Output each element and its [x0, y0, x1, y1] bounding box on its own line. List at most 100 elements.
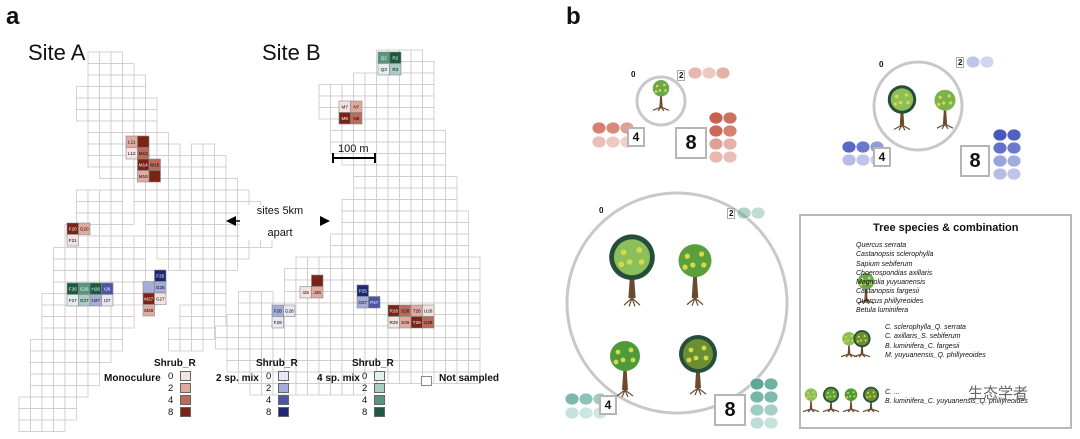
site-b-cell	[295, 302, 308, 315]
site-a-cell	[133, 201, 146, 214]
circle-mix2-label-8: 8	[960, 145, 990, 177]
site-a-cell	[64, 270, 77, 283]
site-a-cell	[179, 166, 192, 179]
site-a-cell	[53, 327, 66, 340]
site-b-cell	[284, 325, 297, 338]
site-a-cell	[122, 109, 135, 122]
site-b-cell	[399, 187, 412, 200]
site-a-grid	[18, 51, 273, 432]
site-b-cell	[422, 268, 435, 281]
tree-icon	[822, 386, 840, 413]
site-a-cell	[179, 316, 192, 329]
shrub-legend: Shrub_R Shrub_R Shrub_R Monoculure 2 sp.…	[100, 358, 520, 428]
site-a-cell	[225, 189, 238, 202]
site-a-cell	[168, 258, 181, 271]
site-a-cell	[18, 408, 31, 421]
site-a-cell	[99, 224, 112, 237]
plot-label: I25	[303, 290, 310, 295]
plot-label: F29	[274, 320, 282, 325]
site-b-cell	[410, 268, 423, 281]
site-b-cell	[318, 107, 331, 120]
legend-swatch	[374, 383, 385, 394]
site-a-cell	[87, 339, 100, 352]
site-a-cell	[87, 362, 100, 375]
legend-level-mix4: 0	[362, 371, 385, 382]
site-b-cell	[376, 84, 389, 97]
legend-level-mix2: 0	[266, 371, 289, 382]
site-b-cell	[433, 141, 446, 154]
site-a-cell	[122, 120, 135, 133]
site-a-cell	[202, 155, 215, 168]
plot-cell	[283, 304, 296, 317]
site-a-cell	[87, 143, 100, 156]
site-a-cell	[99, 74, 112, 87]
site-b-cell	[456, 256, 469, 269]
site-a-cell	[87, 327, 100, 340]
plot-cell	[78, 222, 91, 235]
species-name: C. ...	[885, 389, 900, 396]
site-a-cell	[110, 247, 123, 260]
site-b-cell	[376, 222, 389, 235]
site-a-cell	[122, 235, 135, 248]
site-b-cell	[387, 118, 400, 131]
site-b-cell	[295, 256, 308, 269]
site-b-cell	[376, 233, 389, 246]
site-b-cell	[364, 130, 377, 143]
shrub-blob	[701, 66, 717, 80]
site-b-cell	[341, 199, 354, 212]
site-a-cell	[99, 143, 112, 156]
site-b-cell	[353, 187, 366, 200]
site-a-cell	[145, 201, 158, 214]
watermark: 生态学者	[968, 385, 1029, 402]
site-b-cell	[318, 256, 331, 269]
circle-mono-label-4: 4	[627, 127, 645, 147]
site-a-cell	[179, 212, 192, 225]
circle-mix2-label-0: 0	[879, 60, 884, 69]
site-b-cell	[445, 199, 458, 212]
site-a-cell	[76, 258, 89, 271]
shrub-blob	[992, 141, 1008, 155]
site-b-cell	[456, 337, 469, 350]
site-a-cell	[191, 270, 204, 283]
site-b-cell	[307, 337, 320, 350]
site-a-cell	[122, 293, 135, 306]
site-a-cell	[64, 362, 77, 375]
site-a-cell	[156, 143, 169, 156]
shrub-blob	[564, 406, 580, 420]
site-b-cell	[433, 164, 446, 177]
site-b-cell	[295, 268, 308, 281]
site-b-cell	[376, 164, 389, 177]
site-b-cell	[272, 337, 285, 350]
site-a-cell	[110, 258, 123, 271]
site-b-cell	[353, 84, 366, 97]
site-b-cell	[399, 176, 412, 189]
tree-icon	[857, 273, 875, 305]
site-b-cell	[353, 199, 366, 212]
shrub-blob	[749, 377, 765, 391]
site-a-cell	[122, 304, 135, 317]
shrub-blob	[605, 121, 621, 135]
site-a-cell	[99, 201, 112, 214]
site-a-cell	[191, 281, 204, 294]
site-b-cell	[318, 302, 331, 315]
shrub-blob	[1006, 154, 1022, 168]
site-b-cell	[341, 210, 354, 223]
site-a-cell	[87, 189, 100, 202]
site-b-cell	[445, 233, 458, 246]
site-b-cell	[261, 302, 274, 315]
species-name: C. axillaris_S. sebiferum	[885, 333, 961, 341]
site-b-cell	[422, 222, 435, 235]
site-b-cell	[284, 291, 297, 304]
site-b-cell	[376, 256, 389, 269]
site-a-cell	[179, 235, 192, 248]
shrub-blob	[1006, 167, 1022, 181]
site-b-cell	[433, 291, 446, 304]
shrub-blob	[763, 377, 779, 391]
site-a-cell	[122, 258, 135, 271]
site-b-cell	[399, 268, 412, 281]
site-a-cell	[110, 178, 123, 191]
site-a-cell	[168, 189, 181, 202]
site-a-cell	[76, 97, 89, 110]
site-b-cell	[387, 279, 400, 292]
legend-level-mix2: 2	[266, 383, 289, 394]
